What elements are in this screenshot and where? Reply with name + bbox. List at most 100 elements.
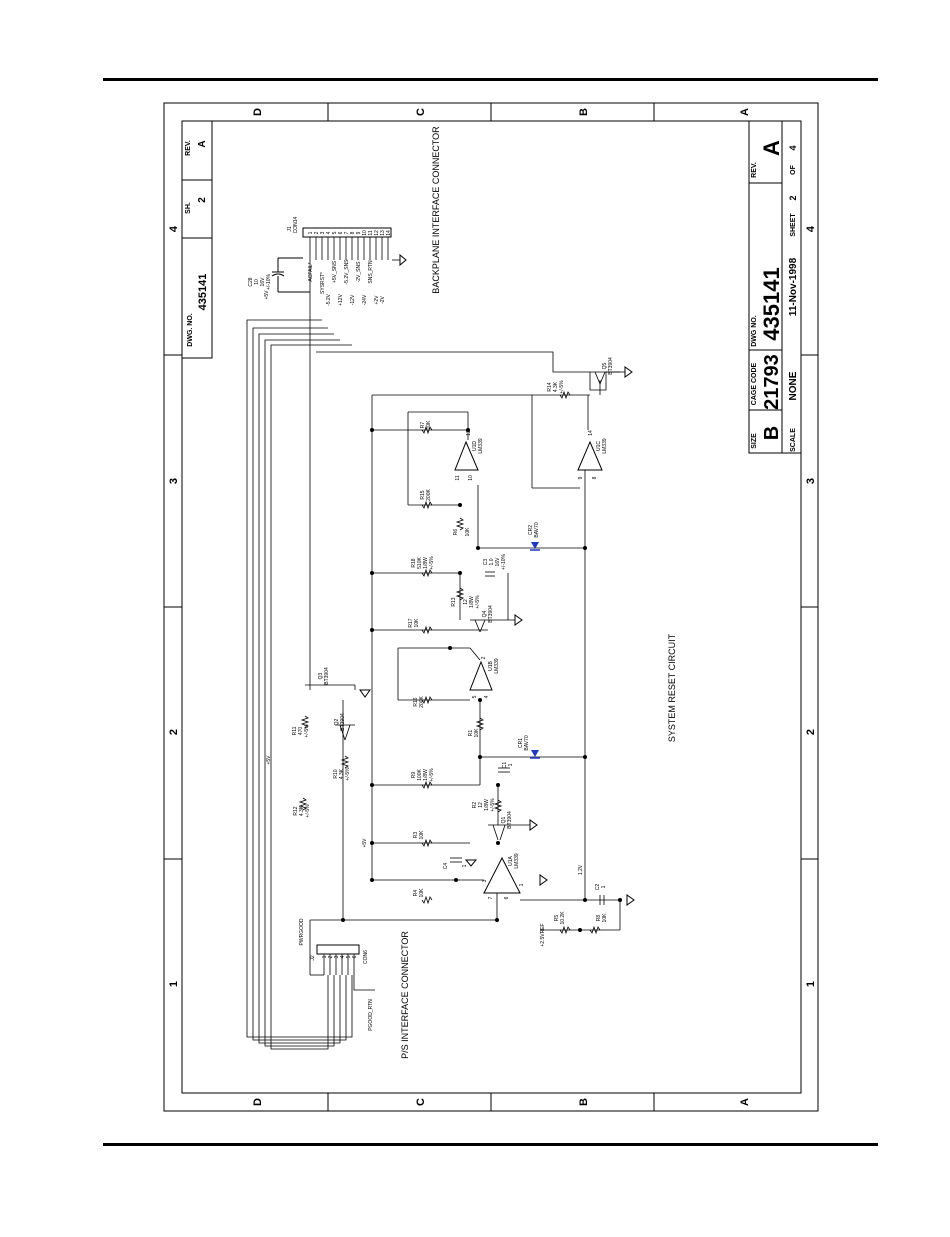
r10-value: 4.3K xyxy=(339,768,345,779)
r17-ref: R17 xyxy=(408,618,414,627)
cr2-ref: CR2 xyxy=(528,525,534,535)
cr2-part: BAV70 xyxy=(534,522,540,537)
j1-pin-number: 10 xyxy=(362,230,368,236)
r1-value: 10K xyxy=(474,728,480,738)
j1-pin-number: 5 xyxy=(332,231,338,234)
r11-value: 470 xyxy=(298,727,304,736)
q3-part: BT3904 xyxy=(324,667,330,685)
r9-power: 1/8W xyxy=(423,769,429,781)
j2-pin-number: 3 xyxy=(334,955,340,958)
zone-row-label: C xyxy=(415,1098,427,1106)
r13-ref: R13 xyxy=(451,597,457,606)
net-label-5v: +5V xyxy=(362,838,368,848)
j1-net-label: +2V xyxy=(374,295,380,305)
corner-rev-value: A xyxy=(197,140,208,147)
r10-tolerance: +/-5% xyxy=(345,767,351,781)
u1b-pin: 2 xyxy=(481,656,487,659)
c4-value: 1 xyxy=(462,864,468,867)
u1b-ref: U1B xyxy=(488,660,494,670)
zone-col-label: 2 xyxy=(805,729,817,735)
r14-ref: R14 xyxy=(547,382,553,391)
j1-pin-number: 14 xyxy=(386,230,392,236)
u1d-pin: 10 xyxy=(468,475,474,481)
u1d-pin: 13 xyxy=(466,430,472,436)
r8-value: 10K xyxy=(602,913,608,923)
r16-ref: R16 xyxy=(413,697,419,706)
r18-tolerance: +/-5% xyxy=(429,556,435,570)
tb-cage-label: CAGE CODE xyxy=(751,362,758,405)
j2-pin-number: 2 xyxy=(328,955,334,958)
tb-rev-value: A xyxy=(759,140,784,156)
net-label-1v2: 1.2V xyxy=(578,864,584,875)
comparator-symbols xyxy=(454,440,603,894)
zone-row-label: D xyxy=(252,1098,264,1106)
connector-j2: J2 CON6 1 2 3 4 5 6 PWRGOOD PGOOD_RTN xyxy=(299,918,375,1031)
u1c-pin: 14 xyxy=(588,430,594,436)
c1-ref: C1 xyxy=(502,762,508,769)
j1-net-label: SYSRST* xyxy=(320,272,326,294)
tb-cage-value: 21793 xyxy=(761,354,783,410)
j1-ref: J1 xyxy=(287,226,293,232)
j2-type: CON6 xyxy=(363,950,369,964)
c28-voltage: 16V xyxy=(260,277,266,287)
j1-pin-number: 4 xyxy=(326,231,332,234)
drawing-frame xyxy=(163,102,819,1112)
r15-ref: R15 xyxy=(420,490,426,499)
r11-tolerance: +/-5% xyxy=(304,724,310,738)
r18-value: 510K xyxy=(417,557,423,569)
tb-sheet-value: 2 xyxy=(788,195,798,200)
j1-pin-number: 1 xyxy=(308,231,314,234)
j1-pin-number: 9 xyxy=(356,231,362,234)
j2-net-label: PWRGOOD xyxy=(299,918,305,945)
j1-pin-number: 13 xyxy=(380,230,386,236)
caption-backplane-connector: BACKPLANE INTERFACE CONNECTOR xyxy=(431,126,441,294)
c28-net: +5V xyxy=(264,290,270,300)
cr1-part: BAV70 xyxy=(524,735,530,750)
j2-net-label: PGOOD_RTN xyxy=(368,999,374,1031)
r15-value: 200K xyxy=(426,489,432,501)
top-rule xyxy=(103,78,878,81)
caption-system-reset-circuit: SYSTEM RESET CIRCUIT xyxy=(667,633,677,742)
zone-row-label: B xyxy=(578,1098,590,1106)
junction-dots xyxy=(341,428,622,932)
tb-of-label: OF xyxy=(790,164,797,174)
capacitor-symbols xyxy=(450,571,605,905)
r2-power: 1/8W xyxy=(484,799,490,811)
tb-rev-label: REV. xyxy=(751,162,758,178)
tb-size-label: SIZE xyxy=(751,433,758,449)
r12-value: 4.3K xyxy=(299,805,305,816)
c28-value: 10 xyxy=(254,279,260,285)
corner-sh-value: 2 xyxy=(197,197,208,203)
corner-dwg-block: REV. A SH. 2 DWG. NO. 435141 xyxy=(181,120,213,359)
j1-net-label: +5V_SNS xyxy=(332,260,338,283)
q5-part: BT3904 xyxy=(608,357,614,375)
corner-dwg-value: 435141 xyxy=(197,274,209,311)
net-label-5v: +5V xyxy=(266,755,272,765)
r4-ref: R4 xyxy=(413,890,419,897)
r2-tolerance: +/-5% xyxy=(490,798,496,812)
zone-col-label: 3 xyxy=(805,478,817,484)
j2-pin-number: 1 xyxy=(322,955,328,958)
corner-rev-label: REV. xyxy=(185,140,192,156)
r13-tolerance: +/-5% xyxy=(475,595,481,609)
zone-row-label: A xyxy=(739,108,751,116)
tb-size-value: B xyxy=(761,426,783,440)
c3-voltage: 16V xyxy=(495,557,501,567)
u1d-part: LM339 xyxy=(478,438,484,454)
title-block: SIZE B CAGE CODE 21793 DWG NO. 435141 RE… xyxy=(748,120,802,454)
j1-net-label: ACFAIL* xyxy=(308,262,314,281)
r4-value: 10K xyxy=(419,888,425,898)
r2-value: 12 xyxy=(478,802,484,808)
q1-part: BT3904 xyxy=(507,811,513,829)
u1d-ref: U1D xyxy=(472,441,478,451)
r3-value: 10K xyxy=(419,830,425,840)
caption-ps-connector: P/S INTERFACE CONNECTOR xyxy=(400,931,410,1059)
r18-power: 1/8W xyxy=(423,557,429,569)
zone-row-label: B xyxy=(578,108,590,116)
r5-value: 10.2K xyxy=(560,911,566,925)
circuit-wiring xyxy=(310,380,621,931)
j1-net-label: -12V xyxy=(350,294,356,305)
tb-sheet-label: SHEET xyxy=(790,213,797,237)
j1-net-label: +12V xyxy=(338,293,344,305)
